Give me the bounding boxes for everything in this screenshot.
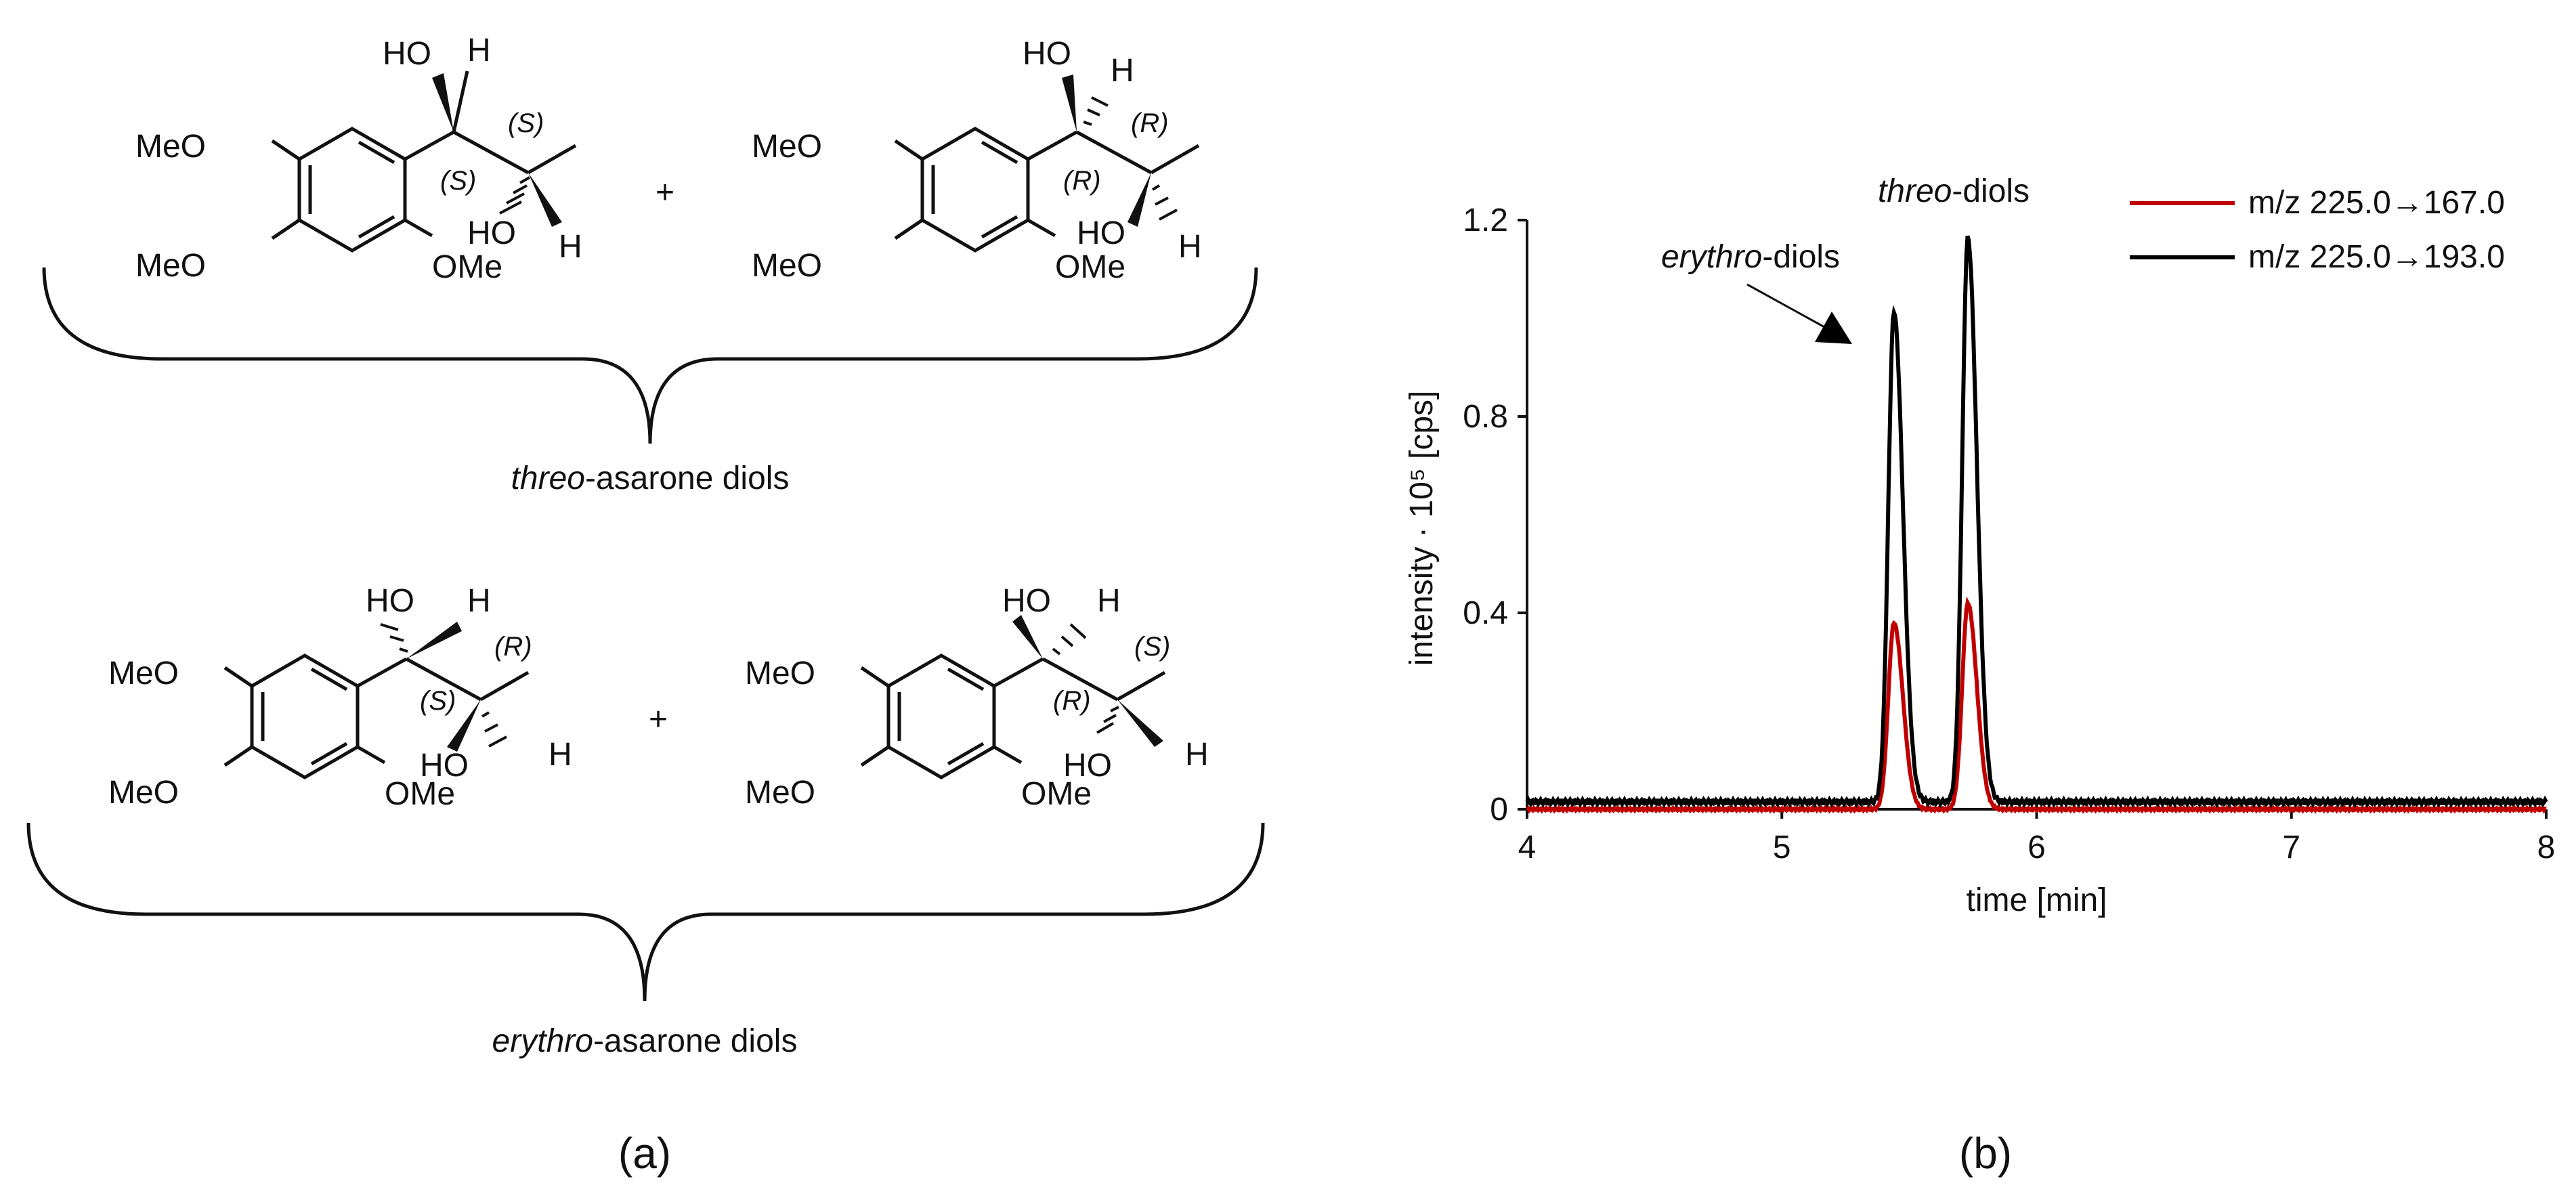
- annotation-threo-diols: threo-diols: [1878, 173, 2030, 209]
- meo-label: MeO: [752, 248, 822, 284]
- ho-label: HO: [1023, 36, 1071, 72]
- y-tick-label: 0.8: [1463, 399, 1508, 435]
- meo-label: MeO: [745, 775, 815, 811]
- legend-label: m/z 225.0→193.0: [2248, 239, 2505, 275]
- stereo-label: (R): [1053, 686, 1091, 716]
- x-axis-label: time [min]: [1966, 882, 2107, 918]
- erythro-brace: [26, 822, 1265, 1002]
- series-line: [1525, 235, 2548, 809]
- erythro-group-label: erythro-asarone diols: [492, 1023, 798, 1059]
- h-label: H: [1185, 737, 1209, 773]
- plus-sign: +: [649, 702, 668, 737]
- meo-label: MeO: [135, 129, 206, 165]
- meo-label: MeO: [135, 248, 206, 284]
- panel-a-caption: (a): [618, 1129, 671, 1178]
- h-label: H: [1111, 53, 1134, 89]
- y-axis-label: intensity · 10⁵ [cps]: [1404, 391, 1440, 666]
- ho-label: HO: [383, 36, 431, 72]
- ome-label: OMe: [1055, 249, 1125, 285]
- legend-label: m/z 225.0→167.0: [2248, 185, 2505, 221]
- molecule-threo-rr: MeO MeO OMe (R) (R) HO H HO H: [752, 36, 1202, 285]
- h-label: H: [549, 737, 572, 773]
- stereo-label: (S): [1134, 632, 1170, 662]
- ome-label: OMe: [385, 776, 455, 812]
- h-label: H: [467, 33, 491, 68]
- x-tick-label: 6: [2027, 830, 2046, 865]
- stereo-label: (S): [508, 108, 544, 138]
- x-tick-label: 8: [2537, 830, 2556, 865]
- ho-label: HO: [1002, 583, 1051, 619]
- chart-series: [1525, 235, 2548, 814]
- molecule-erythro-rs: MeO MeO OMe (R) (S) HO H HO H: [745, 583, 1209, 812]
- plus-sign: +: [656, 175, 674, 211]
- threo-group-label: threo-asarone diols: [511, 460, 790, 496]
- stereo-label: (R): [494, 632, 532, 662]
- x-tick-label: 7: [2282, 830, 2300, 865]
- ho-label: HO: [467, 215, 516, 251]
- stereo-label: (R): [1063, 166, 1101, 196]
- ome-label: OMe: [432, 249, 502, 285]
- stereo-label: (R): [1131, 108, 1169, 138]
- y-tick-label: 1.2: [1463, 202, 1508, 238]
- stereo-label: (S): [440, 166, 476, 196]
- h-label: H: [1178, 229, 1202, 265]
- h-label: H: [559, 229, 582, 265]
- h-label: H: [467, 583, 491, 619]
- x-tick-label: 5: [1773, 830, 1791, 865]
- panel-b-caption: (b): [1959, 1129, 2012, 1178]
- meo-label: MeO: [752, 129, 822, 165]
- molecule-erythro-sr: MeO MeO OMe (S) (R) HO H HO H: [108, 583, 572, 812]
- series-line: [1526, 596, 2547, 814]
- annotation-erythro-diols: erythro-diols: [1661, 239, 1840, 275]
- ho-label: HO: [366, 583, 414, 619]
- threo-brace: [42, 267, 1258, 444]
- panel-a-structures: MeO MeO OMe (S) (S) HO H HO H + MeO MeO: [26, 33, 1265, 1178]
- stereo-label: (S): [420, 686, 456, 716]
- ome-label: OMe: [1021, 776, 1092, 812]
- chromatogram-chart: 0 0.4 0.8 1.2 4 5 6 7 8 erythro-diols threo-diols…: [1404, 173, 2555, 1178]
- chart-annotations: erythro-diols threo-diols: [1661, 173, 2030, 344]
- annotation-arrow-head: [1815, 312, 1852, 344]
- y-tick-label: 0.4: [1463, 595, 1508, 631]
- h-label: H: [1097, 583, 1121, 619]
- meo-label: MeO: [745, 656, 815, 691]
- meo-label: MeO: [108, 775, 179, 811]
- ho-label: HO: [1077, 215, 1125, 251]
- meo-label: MeO: [108, 656, 179, 691]
- x-tick-label: 4: [1518, 830, 1537, 865]
- chart-axes: 0 0.4 0.8 1.2 4 5 6 7 8: [1463, 202, 2555, 865]
- molecule-threo-ss: MeO MeO OMe (S) (S) HO H HO H: [135, 33, 582, 285]
- ho-label: HO: [420, 748, 469, 784]
- chart-legend: m/z 225.0→167.0 m/z 225.0→193.0: [2130, 185, 2505, 275]
- y-tick-label: 0: [1490, 792, 1508, 828]
- ho-label: HO: [1063, 748, 1112, 784]
